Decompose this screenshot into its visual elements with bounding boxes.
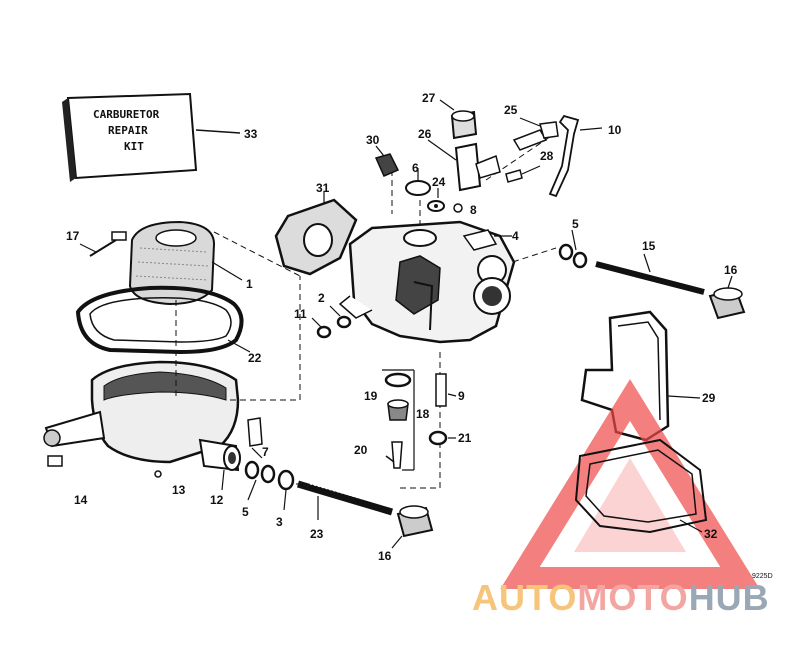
callout-13: 13 (172, 483, 186, 497)
callout-14: 14 (74, 493, 88, 507)
callout-33: 33 (244, 127, 258, 141)
callout-19: 19 (364, 389, 378, 403)
air-filter-element (574, 438, 708, 534)
callout-5-bottom: 5 (242, 505, 249, 519)
watermark-logo-text: AUTOMOTOHUB (472, 578, 770, 618)
watermark-triangle-logo (500, 379, 760, 589)
float-bowl (43, 360, 241, 491)
watermark-part-moto: MOTO (577, 577, 689, 618)
callout-16-bottom: 16 (378, 549, 392, 563)
callout-5-top: 5 (572, 217, 579, 231)
jet-and-bowl-parts (247, 369, 457, 471)
throttle-linkage-parts (374, 99, 603, 213)
callout-2: 2 (318, 291, 325, 305)
repair-kit-box: CARBURETOR REPAIR KIT (62, 92, 241, 182)
callout-22: 22 (248, 351, 262, 365)
callout-15: 15 (642, 239, 656, 253)
callout-23: 23 (310, 527, 324, 541)
watermark-part-auto: AUTO (472, 577, 578, 618)
callout-20: 20 (354, 443, 368, 457)
callout-12: 12 (210, 493, 224, 507)
carburetor-body (338, 220, 516, 344)
callout-27: 27 (422, 91, 436, 105)
idle-needle-and-plug (595, 253, 746, 320)
callout-8: 8 (470, 203, 477, 217)
kit-line-2: REPAIR (108, 124, 148, 137)
callout-6: 6 (412, 161, 419, 175)
callout-21: 21 (458, 431, 472, 445)
callout-4: 4 (512, 229, 519, 243)
callout-24: 24 (432, 175, 446, 189)
drawing-code: 9225D (752, 573, 773, 580)
watermark-part-hub: HUB (688, 577, 770, 618)
kit-line-3: KIT (124, 140, 144, 153)
callout-3: 3 (276, 515, 283, 529)
callout-32: 32 (704, 527, 718, 541)
callout-labels: 1 2 3 4 5 5 6 7 8 9 10 11 12 13 14 15 16… (66, 91, 773, 580)
float-bowl-gasket (75, 285, 251, 355)
callout-18: 18 (416, 407, 430, 421)
washers (311, 229, 588, 339)
callout-31: 31 (316, 181, 330, 195)
callout-17: 17 (66, 229, 80, 243)
callout-28: 28 (540, 149, 554, 163)
float-part (128, 220, 243, 306)
float-pin (79, 231, 127, 257)
main-jet-adjuster-parts (244, 460, 434, 549)
kit-line-1: CARBURETOR (93, 108, 160, 121)
callout-26: 26 (418, 127, 432, 141)
callout-7: 7 (262, 445, 269, 459)
callout-30: 30 (366, 133, 380, 147)
callout-16-top: 16 (724, 263, 738, 277)
callout-9: 9 (458, 389, 465, 403)
callout-25: 25 (504, 103, 518, 117)
callout-11: 11 (294, 307, 307, 321)
callout-1: 1 (246, 277, 253, 291)
callout-10: 10 (608, 123, 622, 137)
callout-29: 29 (702, 391, 716, 405)
flange-gasket (274, 192, 358, 276)
